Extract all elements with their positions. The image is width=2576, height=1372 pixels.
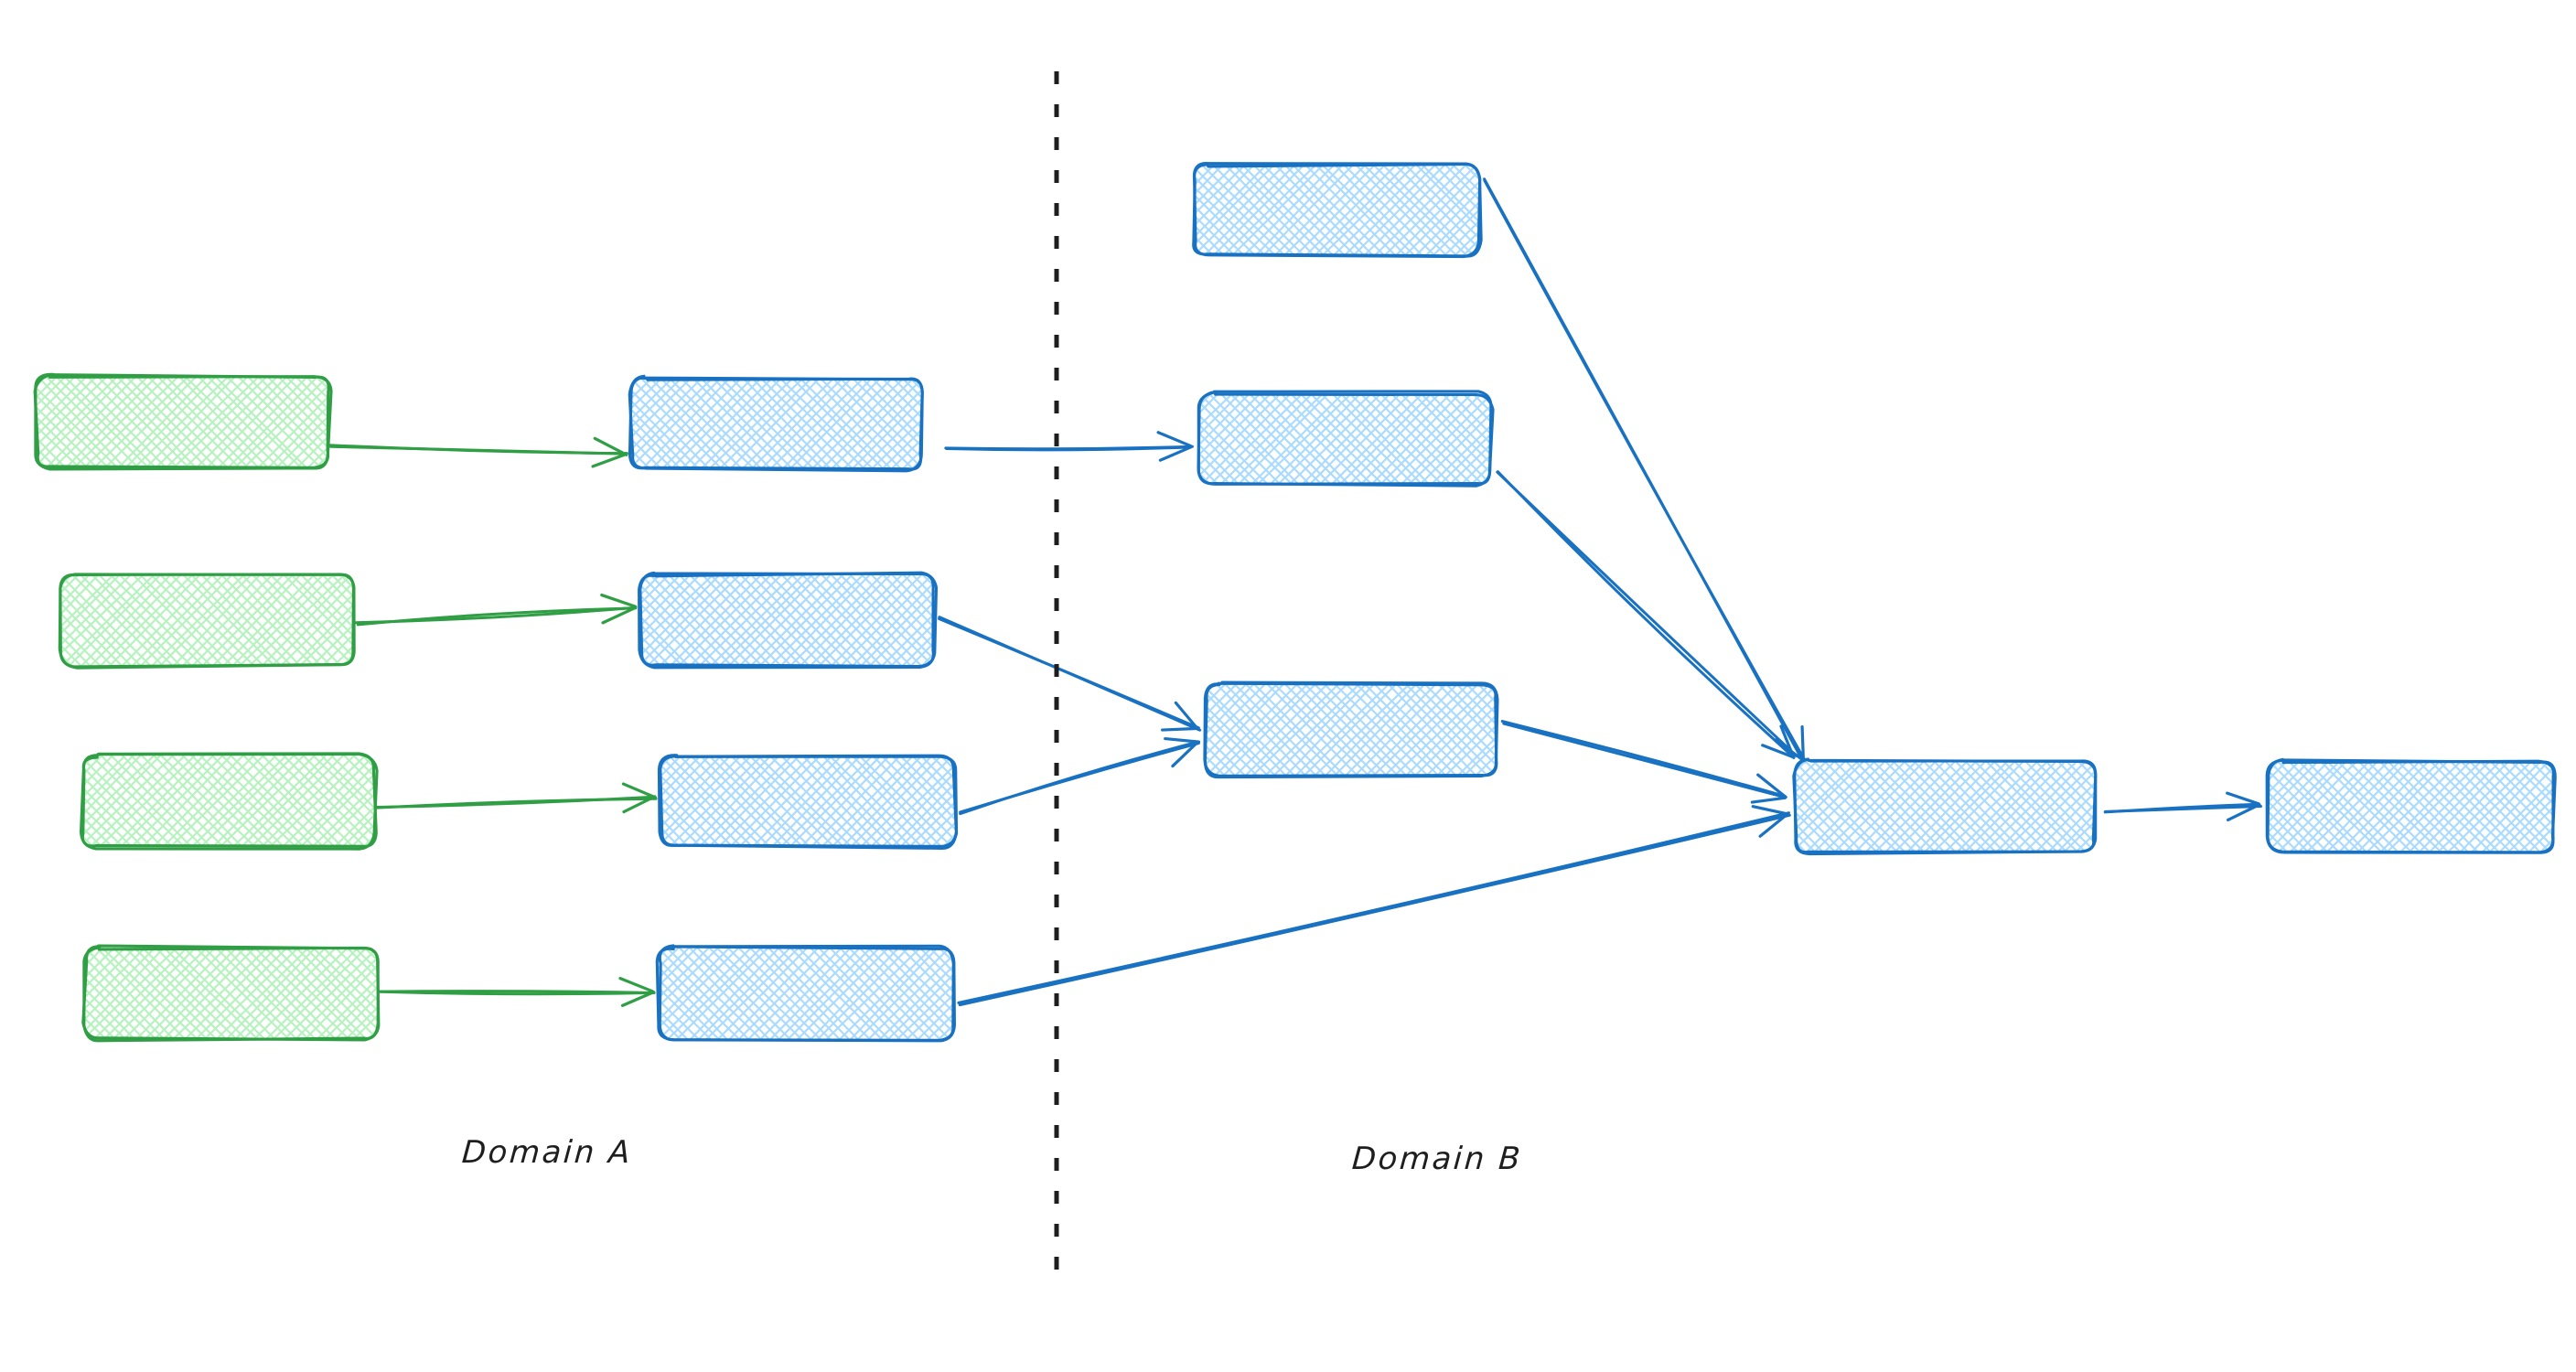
edge-arrowhead	[1156, 431, 1193, 448]
edge-arrowhead	[1161, 726, 1200, 732]
edge-line	[375, 795, 656, 809]
diagram-edge[interactable]	[353, 593, 638, 627]
diagram-node[interactable]	[568, 754, 1133, 850]
edge-arrowhead	[1158, 445, 1192, 462]
edge-arrowhead	[591, 453, 628, 468]
edge-arrowhead	[1756, 773, 1787, 799]
edge-line	[1483, 178, 1808, 764]
diagram-node[interactable]	[1101, 162, 1658, 259]
edge-line	[329, 445, 628, 456]
edge-line	[379, 990, 654, 996]
node-hatch-fill	[659, 948, 953, 1039]
node-hatch-fill	[640, 574, 935, 666]
edge-line	[1496, 470, 1796, 759]
edge-arrowhead	[1800, 725, 1806, 763]
node-hatch-fill	[85, 948, 378, 1039]
domain-b-label: Domain B	[1350, 1141, 1524, 1177]
node-outline	[628, 374, 924, 473]
diagram-node[interactable]	[1107, 390, 1671, 488]
edge-line	[1502, 722, 1786, 799]
edge-arrowhead	[600, 593, 638, 608]
edge-arrowhead	[622, 795, 657, 814]
diagram-node[interactable]	[1114, 681, 1680, 779]
edge-arrowhead	[618, 977, 654, 993]
node-hatch-fill	[37, 376, 329, 467]
diagram-node[interactable]	[0, 372, 510, 471]
node-hatch-fill	[660, 756, 955, 847]
diagram-edge[interactable]	[375, 782, 658, 814]
diagram-node[interactable]	[2177, 757, 2576, 854]
diagram-node[interactable]	[539, 374, 1103, 473]
edge-arrowhead	[1164, 736, 1201, 744]
diagram-edge[interactable]	[1500, 720, 1787, 804]
edge-arrowhead	[1174, 701, 1199, 731]
diagram-edge[interactable]	[944, 431, 1194, 462]
diagram-edge[interactable]	[959, 736, 1201, 816]
diagram-node[interactable]	[0, 573, 534, 670]
node-outline	[1197, 390, 1493, 488]
diagram-edge[interactable]	[327, 436, 628, 468]
node-outline	[82, 946, 380, 1043]
node-outline	[1203, 681, 1499, 779]
node-hatch-fill	[82, 756, 375, 847]
edge-line	[958, 813, 1791, 1007]
diagram-node[interactable]	[567, 944, 1132, 1043]
node-hatch-fill	[631, 378, 922, 469]
edge-line	[356, 606, 638, 627]
edge-arrowhead	[1779, 724, 1796, 759]
node-outline	[1192, 162, 1482, 259]
edge-arrowhead	[601, 606, 636, 625]
edge-arrowhead	[593, 436, 628, 456]
edge-arrowhead	[1750, 796, 1787, 804]
node-hatch-fill	[2269, 761, 2554, 852]
node-outline	[1792, 757, 2098, 854]
edge-arrowhead	[621, 782, 657, 799]
edge-line	[959, 740, 1199, 816]
diagram-node[interactable]	[0, 752, 555, 851]
diagram-node[interactable]	[0, 944, 559, 1043]
node-outline	[657, 754, 958, 850]
edge-line	[945, 445, 1193, 452]
diagram-edge[interactable]	[938, 616, 1202, 732]
edge-arrowhead	[1171, 741, 1199, 768]
diagram-node[interactable]	[549, 571, 1113, 670]
edge-line	[2104, 805, 2262, 813]
node-hatch-fill	[1200, 393, 1491, 485]
node-outline	[58, 573, 355, 669]
node-hatch-fill	[1206, 684, 1497, 776]
node-outline	[79, 752, 378, 848]
diagram-edge[interactable]	[378, 977, 656, 1007]
node-hatch-fill	[1795, 761, 2095, 852]
edge-line	[938, 616, 1202, 732]
edge-arrowhead	[620, 991, 656, 1007]
diagram-edge[interactable]	[957, 805, 1791, 1007]
diagram-edge[interactable]	[1496, 470, 1798, 759]
edge-arrowhead	[1758, 812, 1789, 838]
diagram-node[interactable]	[1703, 757, 2267, 856]
domain-a-label: Domain A	[460, 1134, 634, 1171]
edge-arrowhead	[2226, 803, 2261, 822]
edge-arrowhead	[1761, 744, 1796, 759]
edge-arrowhead	[1751, 805, 1789, 816]
node-outline	[2265, 758, 2557, 854]
node-hatch-fill	[61, 574, 354, 666]
node-outline	[655, 945, 956, 1043]
edge-line	[957, 811, 1790, 1004]
diagram-edge[interactable]	[2103, 791, 2262, 822]
node-outline	[34, 372, 333, 471]
edge-arrowhead	[2226, 791, 2260, 806]
node-outline	[638, 572, 935, 670]
edge-line	[1500, 720, 1787, 798]
